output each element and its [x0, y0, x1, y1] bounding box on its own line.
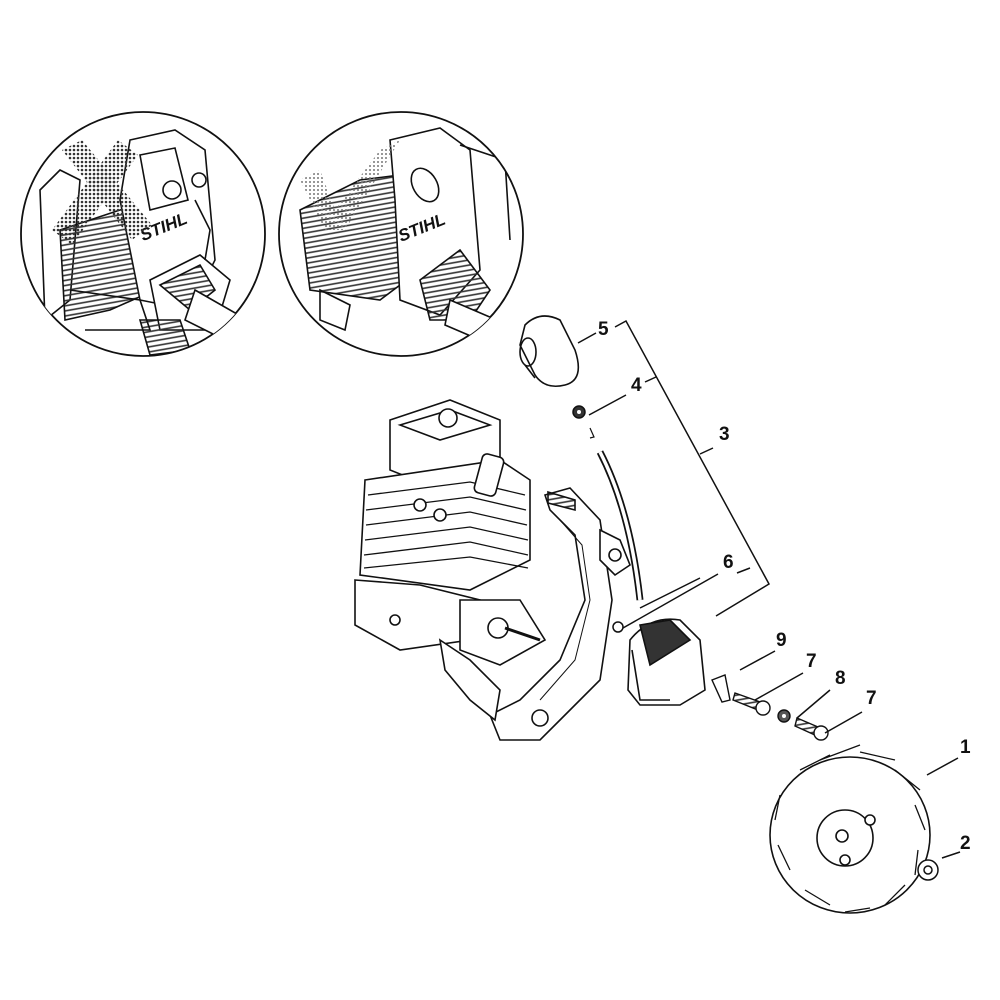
inset-wrong: STIHL — [20, 111, 266, 357]
ignition-module — [627, 618, 706, 706]
fan-housing — [438, 487, 631, 741]
part-7-screw-b — [794, 717, 829, 741]
part-7-screw-a — [732, 692, 771, 716]
callout-2: 2 — [960, 833, 971, 854]
callout-6: 6 — [723, 552, 734, 573]
part-6-grommet — [612, 621, 624, 633]
part-9-terminal — [711, 674, 731, 703]
part-2-nut — [917, 859, 939, 881]
inset-correct: STIHL — [278, 111, 524, 357]
callout-3: 3 — [719, 424, 730, 445]
callout-5: 5 — [598, 319, 609, 340]
callout-4: 4 — [631, 375, 642, 396]
part-1-flywheel — [769, 744, 931, 914]
engine-cylinder — [354, 399, 547, 666]
leader-lines — [577, 319, 961, 859]
callout-1: 1 — [960, 737, 971, 758]
callout-7b: 7 — [866, 688, 877, 709]
callout-7a: 7 — [806, 651, 817, 672]
part-5-spark-plug-boot — [519, 315, 580, 388]
cross-icon — [52, 140, 152, 245]
callout-9: 9 — [776, 630, 787, 651]
callout-8: 8 — [835, 668, 846, 689]
check-icon — [300, 140, 400, 230]
